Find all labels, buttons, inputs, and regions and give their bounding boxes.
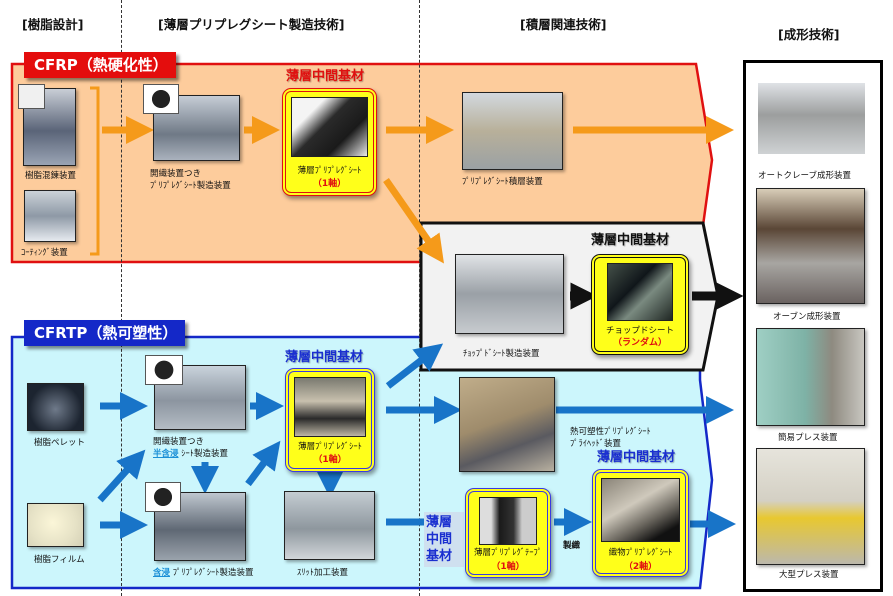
cfrp-intermediate-heading: 薄層中間基材 xyxy=(286,69,365,84)
chopped-maker-photo xyxy=(455,254,564,334)
cfrp-intermediate-spec: （1軸） xyxy=(312,179,347,189)
cfrtp-sheet-card: 薄層ﾌﾟﾘﾌﾟﾚｸﾞｼｰﾄ （1軸） xyxy=(285,368,375,472)
tape-card: 薄層ﾌﾟﾘﾌﾟﾚｸﾞﾃｰﾌﾟ （1軸） xyxy=(465,488,551,578)
simple-press-photo xyxy=(756,328,865,426)
oven-label: オーブン成形装置 xyxy=(773,312,841,322)
column-header-resin-design: [樹脂設計] xyxy=(22,17,84,32)
impreg-label-text: ﾌﾟﾘﾌﾟﾚｸﾞｼｰﾄ製造装置 xyxy=(170,568,254,578)
vertical-intermediate-heading: 薄層 中間 基材 xyxy=(424,512,464,567)
column-divider xyxy=(121,0,122,596)
ply-head-label-1: 熱可塑性ﾌﾟﾘﾌﾟﾚｸﾞｼｰﾄ xyxy=(570,427,651,437)
chopped-intermediate-card: チョップドシート （ランダム） xyxy=(591,254,689,355)
simple-press-label: 簡易プレス装置 xyxy=(778,433,838,443)
arrow xyxy=(245,440,281,487)
ply-head-photo xyxy=(459,377,555,472)
arrow xyxy=(385,343,444,389)
bracket xyxy=(90,86,100,256)
vertical-heading-line: 基材 xyxy=(426,549,453,564)
resin-pellet-photo xyxy=(27,383,84,431)
column-header-thin-prepreg: [薄層プリプレグシート製造技術] xyxy=(158,17,345,32)
woven-name: 織物ﾌﾟﾘﾌﾟﾚｸﾞｼｰﾄ xyxy=(608,548,673,558)
laminator-photo xyxy=(462,92,563,170)
tape-name: 薄層ﾌﾟﾘﾌﾟﾚｸﾞﾃｰﾌﾟ xyxy=(473,548,542,558)
impreg-link[interactable]: 含浸 xyxy=(153,568,171,578)
prepreg-maker-label-1: 開繊装置つき xyxy=(150,169,202,179)
semi-impreg-label-2: 半含浸 ｼｰﾄ製造装置 xyxy=(153,449,228,460)
weave-label: 製織 xyxy=(563,541,581,551)
thin-prepreg-sheet-image xyxy=(294,377,366,437)
column-header-molding: [成形技術] xyxy=(778,27,840,42)
chopped-sheet-image xyxy=(607,263,673,321)
woven-heading: 薄層中間基材 xyxy=(597,450,676,465)
prepreg-tape-image xyxy=(479,497,537,545)
vertical-heading-line: 薄層 xyxy=(426,515,453,530)
fiber-spool-thumbnail xyxy=(145,482,181,512)
oven-photo xyxy=(756,188,865,304)
slitter-label: ｽﾘｯﾄ加工装置 xyxy=(297,568,349,578)
tape-spec: （1軸） xyxy=(491,562,525,572)
large-press-photo xyxy=(756,448,865,565)
laminator-label: ﾌﾟﾘﾌﾟﾚｸﾞｼｰﾄ積層装置 xyxy=(462,177,543,187)
cfrp-tag: CFRP（熱硬化性） xyxy=(24,52,176,78)
coater-photo xyxy=(24,190,76,242)
cfrp-intermediate-card: 薄層ﾌﾟﾘﾌﾟﾚｸﾞｼｰﾄ （1軸） xyxy=(282,88,377,196)
arrow xyxy=(97,449,146,503)
woven-spec: （2軸） xyxy=(623,562,658,572)
slitter-photo xyxy=(284,491,375,560)
thin-prepreg-sheet-image xyxy=(291,97,368,157)
semi-impreg-link[interactable]: 半含浸 xyxy=(153,449,179,459)
column-divider xyxy=(419,0,420,596)
fiber-spool-thumbnail xyxy=(145,355,183,385)
autoclave-photo xyxy=(758,83,865,154)
thumbnail xyxy=(18,84,45,109)
cfrtp-sheet-name: 薄層ﾌﾟﾘﾌﾟﾚｸﾞｼｰﾄ xyxy=(298,442,362,452)
chopped-intermediate-spec: （ランダム） xyxy=(612,338,667,348)
ply-head-label-2: ﾌﾟﾗｲﾍｯﾄﾞ装置 xyxy=(570,439,622,449)
resin-film-photo xyxy=(27,503,84,547)
woven-prepreg-image xyxy=(601,478,680,542)
cfrp-intermediate-name: 薄層ﾌﾟﾘﾌﾟﾚｸﾞｼｰﾄ xyxy=(297,166,362,176)
semi-impreg-label-text: ｼｰﾄ製造装置 xyxy=(178,449,228,459)
chopped-intermediate-name: チョップドシート xyxy=(605,326,674,336)
chopped-heading: 薄層中間基材 xyxy=(591,233,670,248)
prepreg-maker-label-2: ﾌﾟﾘﾌﾟﾚｸﾞｼｰﾄ製造装置 xyxy=(150,181,231,191)
vertical-heading-line: 中間 xyxy=(426,532,453,547)
cfrtp-sheet-spec: （1軸） xyxy=(313,455,347,465)
coater-label: ｺｰﾃｨﾝｸﾞ装置 xyxy=(21,248,68,258)
chopped-maker-label: ﾁｮｯﾌﾟﾄﾞｼｰﾄ製造装置 xyxy=(463,349,540,359)
autoclave-label: オートクレーブ成形装置 xyxy=(758,171,851,181)
cfrtp-sheet-heading: 薄層中間基材 xyxy=(285,350,364,365)
column-header-lamination: [積層関連技術] xyxy=(520,17,607,32)
resin-kneader-label: 樹脂混錬装置 xyxy=(25,171,77,181)
resin-film-label: 樹脂フィルム xyxy=(34,555,85,565)
fiber-spool-thumbnail xyxy=(143,84,179,114)
impreg-label: 含浸 ﾌﾟﾘﾌﾟﾚｸﾞｼｰﾄ製造装置 xyxy=(153,568,253,579)
arrow xyxy=(383,178,444,264)
resin-pellet-label: 樹脂ペレット xyxy=(34,438,86,448)
cfrtp-tag: CFRTP（熱可塑性） xyxy=(24,320,186,346)
large-press-label: 大型プレス装置 xyxy=(779,570,839,580)
semi-impreg-label-1: 開繊装置つき xyxy=(153,437,205,447)
woven-card: 織物ﾌﾟﾘﾌﾟﾚｸﾞｼｰﾄ （2軸） xyxy=(592,469,689,577)
